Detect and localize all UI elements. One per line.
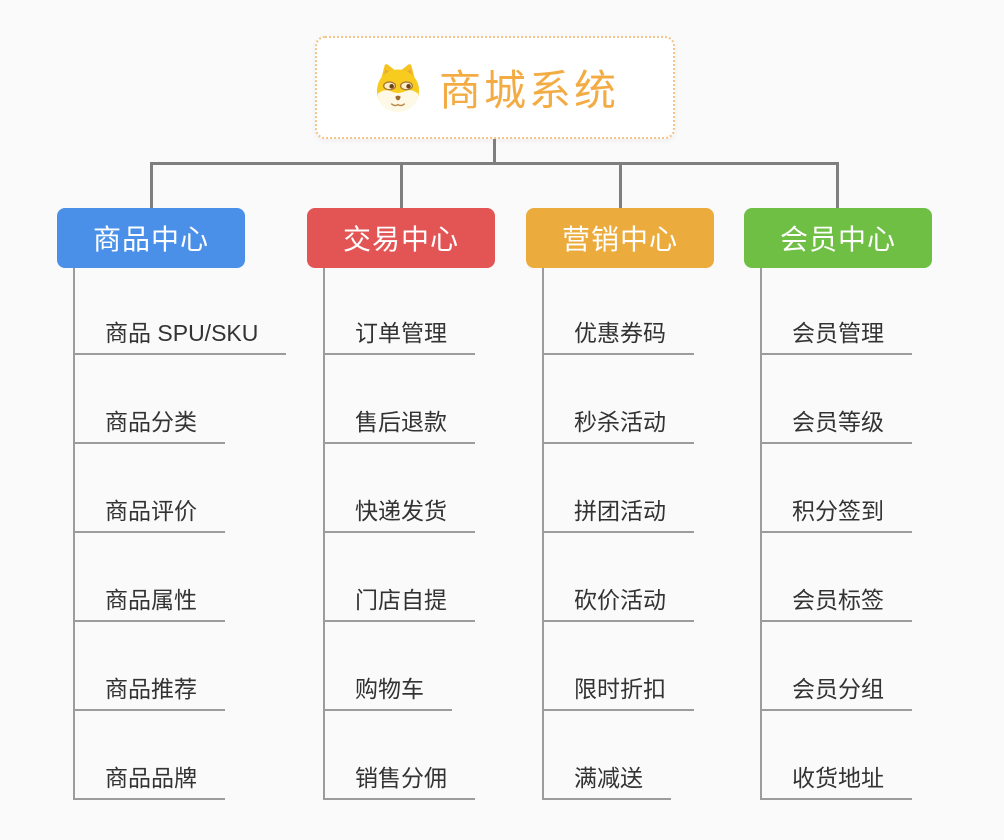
leaf-node[interactable]: 拼团活动 [542,444,694,533]
branch-member-center: 会员中心 会员管理 会员等级 积分签到 会员标签 会员分组 收货地址 [744,208,932,800]
leaf-node[interactable]: 会员等级 [760,355,912,444]
connector-drop-3 [619,162,622,208]
connector-drop-1 [150,162,153,208]
leaf-node[interactable]: 购物车 [323,622,452,711]
leaf-node[interactable]: 商品分类 [73,355,225,444]
leaf-node[interactable]: 秒杀活动 [542,355,694,444]
leaf-node[interactable]: 会员标签 [760,533,912,622]
leaf-node[interactable]: 满减送 [542,711,671,800]
branch-children: 优惠券码 秒杀活动 拼团活动 砍价活动 限时折扣 满减送 [542,268,714,800]
leaf-node[interactable]: 优惠券码 [542,268,694,355]
leaf-node[interactable]: 售后退款 [323,355,475,444]
leaf-node[interactable]: 积分签到 [760,444,912,533]
leaf-node[interactable]: 门店自提 [323,533,475,622]
leaf-node[interactable]: 快递发货 [323,444,475,533]
leaf-node[interactable]: 会员分组 [760,622,912,711]
branch-children: 会员管理 会员等级 积分签到 会员标签 会员分组 收货地址 [760,268,932,800]
connector-root-stem [493,139,496,164]
dog-face-icon [371,62,425,114]
connector-drop-2 [400,162,403,208]
connector-drop-4 [836,162,839,208]
leaf-node[interactable]: 砍价活动 [542,533,694,622]
leaf-node[interactable]: 商品品牌 [73,711,225,800]
leaf-node[interactable]: 限时折扣 [542,622,694,711]
leaf-node[interactable]: 商品评价 [73,444,225,533]
root-node-label: 商城系统 [438,67,619,114]
leaf-node[interactable]: 商品属性 [73,533,225,622]
branch-children: 订单管理 售后退款 快递发货 门店自提 购物车 销售分佣 [323,268,495,800]
branch-children: 商品 SPU/SKU 商品分类 商品评价 商品属性 商品推荐 商品品牌 [73,268,287,800]
leaf-node[interactable]: 收货地址 [760,711,912,800]
leaf-node[interactable]: 销售分佣 [323,711,475,800]
leaf-node[interactable]: 会员管理 [760,268,912,355]
branch-product-center: 商品中心 商品 SPU/SKU 商品分类 商品评价 商品属性 商品推荐 商品品牌 [57,208,287,800]
leaf-node[interactable]: 订单管理 [323,268,475,355]
branch-node-marketing-center[interactable]: 营销中心 [526,208,714,268]
branch-node-trade-center[interactable]: 交易中心 [307,208,495,268]
branch-node-product-center[interactable]: 商品中心 [57,208,245,268]
branch-node-member-center[interactable]: 会员中心 [744,208,932,268]
branch-trade-center: 交易中心 订单管理 售后退款 快递发货 门店自提 购物车 销售分佣 [307,208,495,800]
branch-marketing-center: 营销中心 优惠券码 秒杀活动 拼团活动 砍价活动 限时折扣 满减送 [526,208,714,800]
leaf-node[interactable]: 商品推荐 [73,622,225,711]
connector-bus-line [150,162,839,165]
root-node[interactable]: 商城系统 [315,36,675,139]
leaf-node[interactable]: 商品 SPU/SKU [73,268,287,355]
